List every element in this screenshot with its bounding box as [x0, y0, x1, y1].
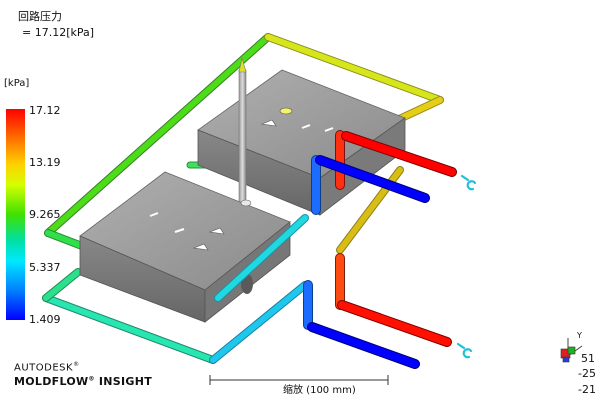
- brand-autodesk: AUTODESK®: [14, 361, 80, 374]
- legend-tick-max: 17.12: [29, 104, 61, 117]
- runner-front: [209, 214, 309, 364]
- legend-color-bar: [6, 109, 25, 320]
- mold-part-back: [197, 69, 406, 216]
- scale-label: 缩放 (100 mm): [283, 385, 356, 396]
- triad-readout-3: -21: [578, 383, 596, 396]
- legend-tick-2: 13.19: [29, 156, 61, 169]
- triad-axis-y: Y: [577, 331, 582, 340]
- mold-part-front: [79, 171, 291, 323]
- triad-readout-1: 51: [581, 352, 595, 365]
- c-clip-icon: [456, 174, 477, 359]
- axis-triad-icon[interactable]: [560, 338, 583, 363]
- legend-tick-4: 5.337: [29, 261, 61, 274]
- cooling-channels: [303, 130, 457, 369]
- result-value: = 17.12[kPa]: [22, 26, 95, 39]
- brand-moldflow-insight: MOLDFLOW® INSIGHT: [14, 375, 153, 388]
- triad-readout-2: -25: [578, 367, 596, 380]
- sprue: [238, 57, 247, 206]
- result-name: 回路压力: [18, 10, 62, 23]
- legend-unit: [kPa]: [4, 78, 30, 89]
- legend-tick-3: 9.265: [29, 208, 61, 221]
- legend-tick-min: 1.409: [29, 313, 61, 326]
- scale-bar: [209, 375, 389, 385]
